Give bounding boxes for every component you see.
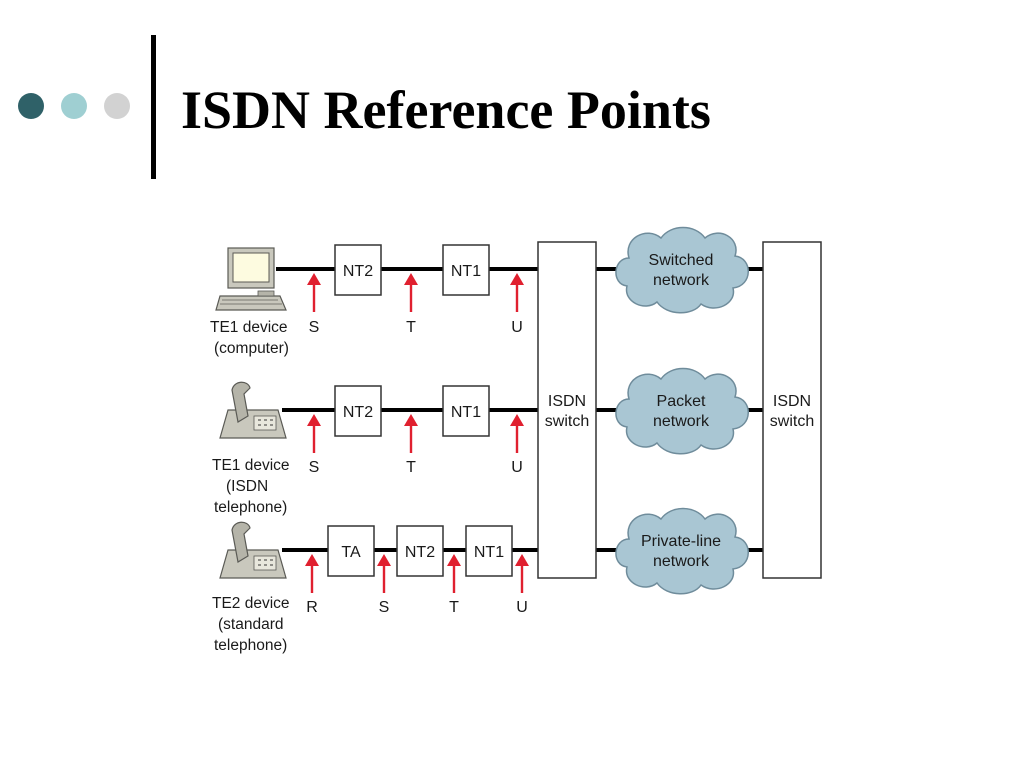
title-divider (151, 35, 156, 179)
row3-device-label-2: (standard (218, 616, 283, 633)
row3-point-s: S (379, 599, 390, 616)
row2-u-arrow (510, 414, 524, 453)
slide-title: ISDN Reference Points (181, 80, 711, 140)
row3-device-label-3: telephone) (214, 637, 287, 654)
row3-point-t: T (449, 599, 459, 616)
row2-point-u: U (511, 459, 523, 476)
row3-u-arrow (515, 554, 529, 593)
row2-device-label-2: (ISDN (226, 478, 268, 495)
right-switch-label-1: ISDN (773, 393, 811, 410)
row2-device-label-1: TE1 device (212, 457, 290, 474)
computer-icon (215, 247, 287, 311)
row3-point-r: R (306, 599, 318, 616)
row2-nt1-label: NT1 (451, 404, 481, 421)
cloud2-label-1: Packet (657, 393, 706, 410)
row2-s-arrow (307, 414, 321, 453)
row3-nt2-label: NT2 (405, 544, 435, 561)
row3-t-arrow (447, 554, 461, 593)
left-isdn-switch (537, 241, 597, 579)
bullet-dot-gray (104, 93, 130, 119)
cloud3-label-1: Private-line (641, 533, 721, 550)
row1-device-label-1: TE1 device (210, 319, 288, 336)
row2-nt2-label: NT2 (343, 404, 373, 421)
row1-point-u: U (511, 319, 523, 336)
row1-point-s: S (309, 319, 320, 336)
row2-device-label-3: telephone) (214, 499, 287, 516)
row2-nt1-box (442, 385, 490, 437)
row3-r-arrow (305, 554, 319, 593)
row2-nt2-box (334, 385, 382, 437)
cloud1-label-1: Switched (649, 252, 714, 269)
row1-point-t: T (406, 319, 416, 336)
left-switch-label-2: switch (545, 413, 589, 430)
row3-ta-box (327, 525, 375, 577)
row3-device-label-1: TE2 device (212, 595, 290, 612)
row3-nt1-label: NT1 (474, 544, 504, 561)
row1-nt2-label: NT2 (343, 263, 373, 280)
bullet-dot-teal (61, 93, 87, 119)
right-isdn-switch (762, 241, 822, 579)
telephone-icon (219, 521, 287, 579)
row3-nt2-box (396, 525, 444, 577)
cloud1-label-2: network (653, 272, 710, 289)
left-switch-label-1: ISDN (548, 393, 586, 410)
isdn-diagram: ISDN switch ISDN switch Switched network… (208, 218, 830, 678)
row1-s-arrow (307, 273, 321, 312)
row3-point-u: U (516, 599, 528, 616)
cloud2-label-2: network (653, 413, 710, 430)
bullet-dot-dark (18, 93, 44, 119)
slide-bullet-dots (18, 93, 133, 121)
row3-ta-label: TA (341, 544, 361, 561)
row1-device-label-2: (computer) (214, 340, 289, 357)
row1-u-arrow (510, 273, 524, 312)
row1-nt2-box (334, 244, 382, 296)
row1-nt1-label: NT1 (451, 263, 481, 280)
row1-t-arrow (404, 273, 418, 312)
telephone-icon (219, 381, 287, 439)
packet-network-cloud (615, 367, 750, 455)
row1-nt1-box (442, 244, 490, 296)
row3-s-arrow (377, 554, 391, 593)
isdn-diagram-svg: ISDN switch ISDN switch Switched network… (210, 226, 822, 654)
row2-point-t: T (406, 459, 416, 476)
row2-point-s: S (309, 459, 320, 476)
right-switch-label-2: switch (770, 413, 814, 430)
switched-network-cloud (615, 226, 750, 314)
cloud3-label-2: network (653, 553, 710, 570)
private-line-network-cloud (615, 507, 750, 595)
row3-nt1-box (465, 525, 513, 577)
row2-t-arrow (404, 414, 418, 453)
